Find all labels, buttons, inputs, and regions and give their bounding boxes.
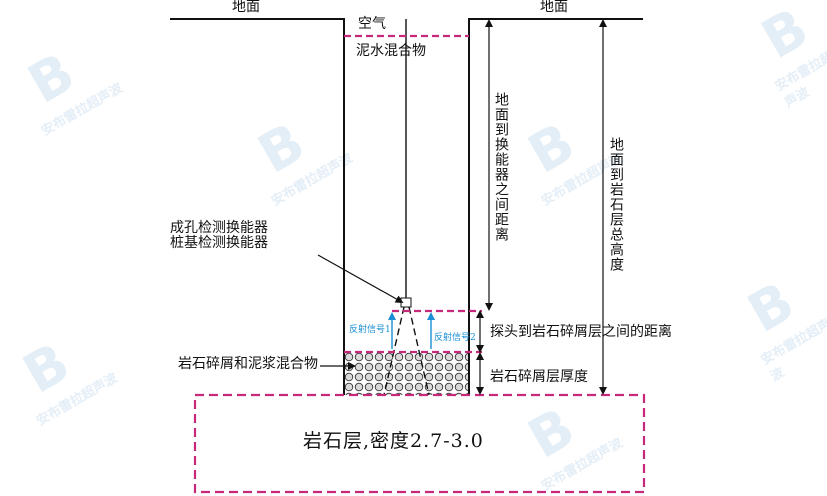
mud-water-label: 泥水混合物 xyxy=(356,43,426,59)
transducer-label-1: 成孔检测换能器 xyxy=(170,220,268,236)
probe-debris-distance-label: 探头到岩石碎屑层之间的距离 xyxy=(490,324,672,340)
beam-right xyxy=(408,306,430,396)
left-ground-wall xyxy=(170,18,345,395)
rock-layer-label: 岩石层,密度2.7-3.0 xyxy=(303,430,484,452)
rock-layer-box xyxy=(193,393,646,494)
ground-left-label: 地面 xyxy=(232,0,260,15)
signal2-label: 反射信号2 xyxy=(434,333,476,343)
air-label: 空气 xyxy=(358,16,386,32)
transducer-label-2: 桩基检测换能器 xyxy=(170,235,268,251)
debris-thickness-label: 岩石碎屑层厚度 xyxy=(490,369,588,385)
signal1-label: 反射信号1 xyxy=(349,325,391,335)
ground-transducer-distance-label: 地面到换能器之间距离 xyxy=(493,92,509,242)
debris-mud-label: 岩石碎屑和泥浆混合物 xyxy=(178,356,318,372)
ground-rock-height-label: 地面到岩石层总高度 xyxy=(608,137,624,272)
transducer-probe xyxy=(400,297,412,308)
right-ground-wall xyxy=(468,18,643,395)
ground-right-label: 地面 xyxy=(540,0,568,15)
debris-layer xyxy=(345,352,468,395)
transducer-leader xyxy=(317,254,404,303)
